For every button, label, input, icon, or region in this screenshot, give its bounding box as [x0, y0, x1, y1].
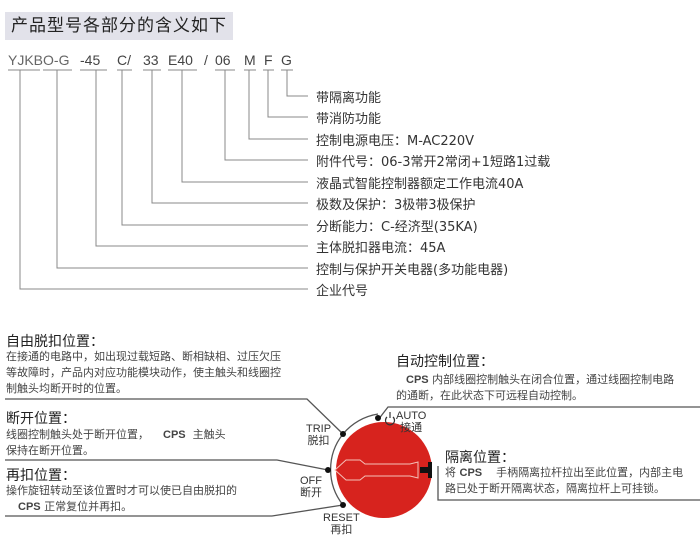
- knob-handle: [334, 459, 419, 481]
- auto-title: 自动控制位置：: [396, 354, 494, 370]
- off-cn: 断开: [300, 487, 322, 499]
- label-breaking: 分断能力：C-经济型(35KA): [316, 220, 478, 235]
- off-desc-2: 保持在断开位置。: [6, 444, 94, 457]
- isolate-desc-2: 路已处于断开隔离状态，隔离拉杆上可挂锁。: [445, 482, 665, 495]
- code-current: -45: [80, 52, 101, 68]
- reset-desc-1: 操作旋钮转动至该位置时才可以使已自由脱扣的: [6, 484, 237, 497]
- off-desc-1c: 主触头: [192, 428, 226, 441]
- auto-desc-cps: CPS: [406, 374, 429, 386]
- trip-desc-3: 制触头均断开时的位置。: [6, 382, 127, 395]
- code-poles: 33: [143, 52, 159, 68]
- code-breaking: C/: [117, 52, 131, 68]
- trip-desc-2: 等故障时，产品内对应功能模块动作，使主触头和线圈控: [6, 366, 281, 379]
- trip-desc-1: 在接通的电路中，如出现过载短路、断相缺相、过压欠压: [6, 350, 281, 363]
- off-desc-cps: CPS: [163, 429, 186, 441]
- reset-desc-2b: 正常复位并再扣。: [44, 500, 133, 513]
- trip-title: 自由脱扣位置：: [6, 334, 104, 350]
- label-voltage: 控制电源电压：M-AC220V: [316, 134, 475, 149]
- position-dots: [325, 415, 381, 508]
- code-fire: F: [264, 52, 273, 68]
- auto-en: AUTO: [396, 410, 427, 422]
- label-controller: 液晶式智能控制器额定工作电流40A: [316, 177, 524, 192]
- label-accessory: 附件代号：06-3常开2常闭+1短路1过载: [316, 155, 551, 170]
- label-fire: 带消防功能: [316, 112, 382, 127]
- reset-en: RESET: [323, 512, 360, 524]
- auto-desc-1b: 内部线圈控制触头在闭合位置，通过线圈控制电路: [432, 373, 675, 386]
- label-current: 主体脱扣器电流：45A: [316, 241, 446, 256]
- off-desc-1a: 线圈控制触头处于断开位置，: [6, 428, 149, 441]
- label-company: 企业代号: [316, 284, 369, 299]
- code-slash: /: [204, 52, 208, 68]
- trip-cn: 脱扣: [307, 435, 330, 447]
- code-tree-lines: [8, 69, 308, 290]
- code-voltage: M: [244, 52, 256, 68]
- reset-desc-cps: CPS: [18, 501, 41, 513]
- trip-en: TRIP: [306, 423, 332, 435]
- code-controller: E40: [168, 52, 193, 68]
- off-desc-1: 线圈控制触头处于断开位置， CPS 主触头: [6, 427, 226, 443]
- isolation-lever: [420, 467, 430, 473]
- auto-desc-2: 的通断，在此状态下可远程自动控制。: [396, 389, 583, 402]
- code-company: YJKBO-G: [8, 52, 70, 68]
- off-en: OFF: [300, 475, 322, 487]
- code-accessory: 06: [215, 52, 231, 68]
- auto-cn: 接通: [400, 422, 423, 434]
- page-title: 产品型号各部分的含义如下: [5, 12, 233, 40]
- code-isolation: G: [281, 52, 292, 68]
- isolate-desc-1a: 将: [445, 466, 456, 479]
- auto-desc-1: CPS 内部线圈控制触头在闭合位置，通过线圈控制电路: [406, 372, 674, 388]
- reset-cn: 再扣: [330, 524, 353, 536]
- label-isolation: 带隔离功能: [316, 91, 382, 106]
- reset-title: 再扣位置：: [6, 468, 76, 484]
- isolate-desc-1: 将 CPS 手柄隔离拉杆拉出至此位置，内部主电: [445, 465, 683, 481]
- label-type: 控制与保护开关电器(多功能电器): [316, 263, 509, 278]
- isolate-desc-cps: CPS: [459, 467, 483, 479]
- isolate-title: 隔离位置：: [445, 450, 515, 466]
- power-icon: [384, 412, 396, 426]
- label-poles: 极数及保护：3极带3极保护: [316, 198, 476, 213]
- reset-desc-2: CPS 正常复位并再扣。: [18, 499, 132, 515]
- isolate-desc-1c: 手柄隔离拉杆拉出至此位置，内部主电: [496, 466, 684, 479]
- off-title: 断开位置：: [6, 411, 76, 427]
